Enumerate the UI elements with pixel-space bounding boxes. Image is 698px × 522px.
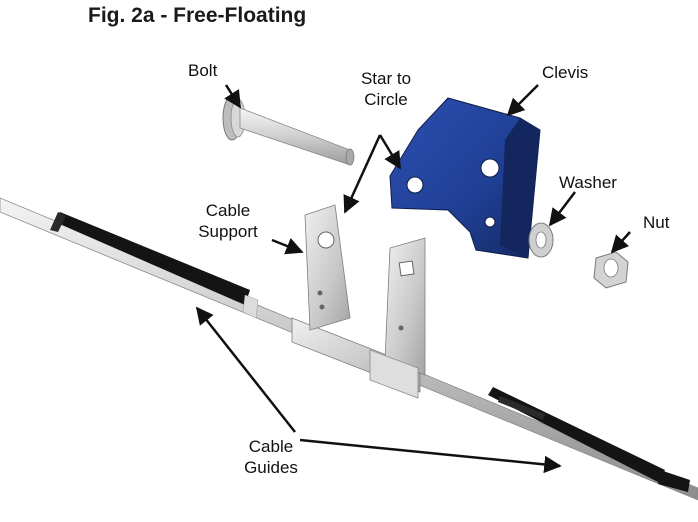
leader-arrows xyxy=(195,84,631,474)
arrow-star-to-circle-b xyxy=(378,134,402,170)
arrow-cable-guide-right xyxy=(299,438,562,474)
label-cable-support-line2: Support xyxy=(198,222,258,241)
bolt-part xyxy=(222,95,355,166)
cable-guide-left xyxy=(50,212,259,319)
label-bolt: Bolt xyxy=(188,61,218,80)
label-cable-guides-line1: Cable xyxy=(248,437,294,456)
label-clevis: Clevis xyxy=(542,63,589,82)
label-cable-guides-line2: Guides xyxy=(244,458,298,477)
arrow-bolt xyxy=(224,84,242,109)
label-washer: Washer xyxy=(559,173,617,192)
arrow-cable-guide-left xyxy=(195,306,296,433)
cable-guide-right xyxy=(488,387,690,492)
arrow-washer xyxy=(548,191,576,227)
arrow-star-to-circle-a xyxy=(343,134,382,214)
label-star-to-circle: Star to Circle xyxy=(356,68,416,110)
label-cable-support-line1: Cable xyxy=(205,201,251,220)
label-star-to-circle-line1: Star to xyxy=(360,69,412,88)
label-cable-support: Cable Support xyxy=(192,200,264,242)
cable-support-bracket xyxy=(291,204,426,399)
label-cable-guides: Cable Guides xyxy=(240,436,302,478)
label-star-to-circle-line2: Circle xyxy=(364,90,408,109)
washer-part xyxy=(528,222,554,258)
label-nut: Nut xyxy=(643,213,670,232)
arrow-nut xyxy=(610,231,631,254)
arrow-clevis xyxy=(506,84,539,117)
clevis-part xyxy=(389,97,541,259)
arrow-cable-support xyxy=(271,238,304,255)
figure-title: Fig. 2a - Free-Floating xyxy=(88,4,307,27)
nut-part xyxy=(593,251,629,289)
